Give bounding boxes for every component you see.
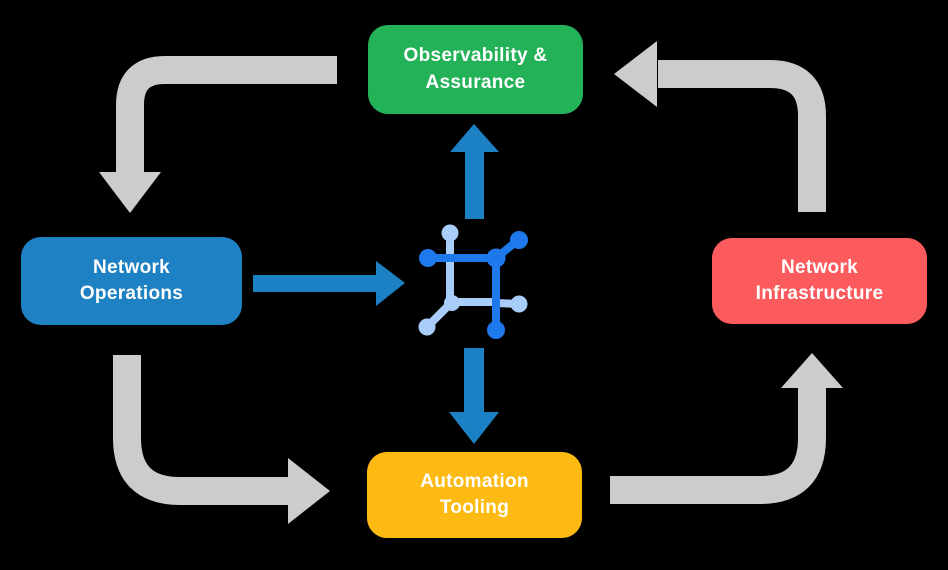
arrow-center-to-observability xyxy=(450,124,499,219)
node-label: Network Operations xyxy=(79,256,184,304)
node-network-operations: Network Operations xyxy=(21,237,242,325)
cycle-arrows xyxy=(99,41,843,524)
arrow-infrastructure-to-observability xyxy=(658,60,826,212)
arrow-observability-to-operations xyxy=(116,56,337,174)
arrowhead-right-icon xyxy=(288,458,330,524)
node-label: Automation Tooling xyxy=(420,470,529,518)
arrow-operations-to-automation xyxy=(113,355,289,505)
node-label: Observability & Assurance xyxy=(403,45,548,93)
arrowhead-up-icon xyxy=(781,353,843,388)
node-network-infrastructure: Network Infrastructure xyxy=(712,238,927,324)
node-automation-tooling: Automation Tooling xyxy=(367,452,582,538)
arrowhead-down-icon xyxy=(99,172,161,213)
node-observability-assurance: Observability & Assurance xyxy=(368,25,583,114)
arrowhead-left-icon xyxy=(614,41,657,107)
arrow-center-to-automation xyxy=(449,348,499,444)
network-automation-icon xyxy=(418,224,528,339)
flow-arrows xyxy=(253,124,499,444)
arrow-operations-to-center xyxy=(253,261,405,306)
node-label: Network Infrastructure xyxy=(755,256,884,304)
arrow-automation-to-infrastructure xyxy=(610,387,826,504)
